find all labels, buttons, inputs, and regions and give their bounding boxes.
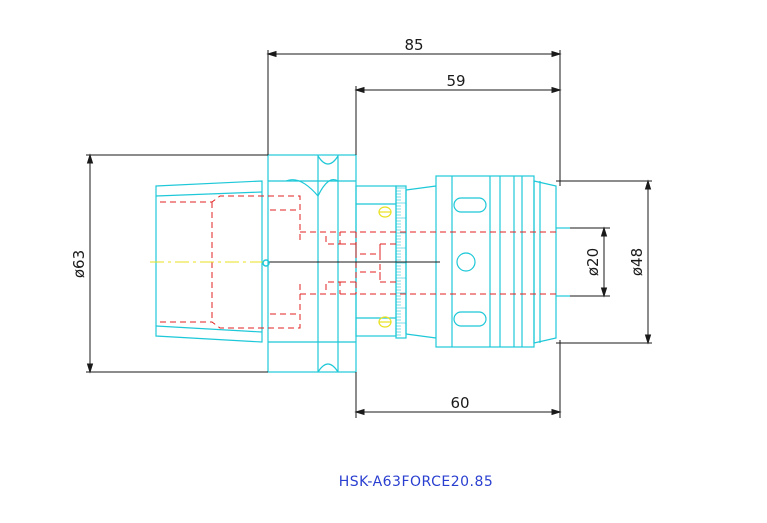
part-outline: [155, 154, 570, 373]
dim-flange-diameter: ø63: [70, 250, 88, 278]
dim-bore-diameter: ø20: [584, 248, 602, 276]
v-groove: [285, 179, 339, 198]
slot-upper: [453, 197, 487, 213]
centerline: [150, 259, 440, 267]
part-name: HSK-A63FORCE20.85: [339, 474, 494, 490]
dim-upper-length: 59: [446, 72, 465, 90]
graduation-ticks: [396, 187, 406, 336]
pin-hole: [456, 252, 476, 272]
hidden-lines: [160, 195, 560, 329]
dim-lower-length: 60: [450, 394, 469, 412]
yellow-markers: [378, 206, 392, 328]
hsk-taper: [155, 180, 263, 343]
slot-lower: [453, 311, 487, 327]
dim-overall-length: 85: [404, 36, 423, 54]
nose: [533, 180, 557, 344]
dimension-lines: [86, 50, 652, 418]
dim-body-diameter: ø48: [628, 248, 646, 276]
flange: [267, 154, 357, 373]
